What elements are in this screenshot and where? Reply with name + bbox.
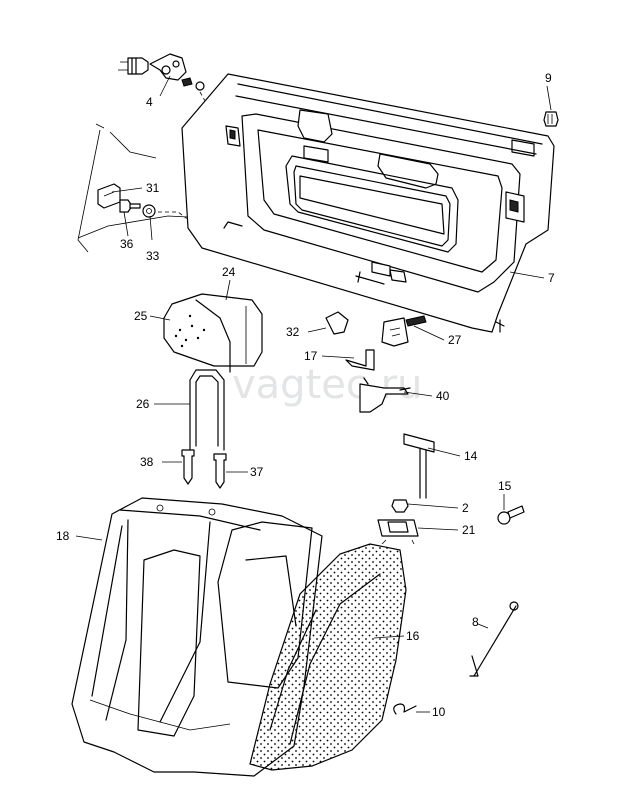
lock-button-and-bezel: [377, 499, 419, 545]
callout-37: 37: [250, 465, 264, 479]
callout-33: 33: [146, 249, 160, 263]
release-handle: [403, 433, 435, 499]
body-outline: [77, 123, 157, 253]
callout-21: 21: [462, 523, 476, 537]
callout-24: 24: [222, 265, 236, 279]
callout-7: 7: [548, 271, 555, 285]
perforated-cover: [249, 543, 407, 771]
callout-36: 36: [120, 237, 134, 251]
spring-clip: [393, 703, 417, 715]
callout-2: 2: [462, 501, 469, 515]
latch-clip-assembly: [97, 183, 217, 225]
callout-31: 31: [146, 181, 160, 195]
callout-leaders: [75, 75, 552, 713]
headrest-guide-sleeves: [181, 449, 227, 489]
callout-32: 32: [286, 325, 300, 339]
callout-4: 4: [146, 95, 153, 109]
screw: [497, 505, 525, 525]
headrest-guide-bar: [189, 369, 225, 451]
backrest-cushion: [71, 497, 323, 777]
callout-8: 8: [472, 615, 479, 629]
callout-10: 10: [432, 705, 446, 719]
watermark: vagtec.ru: [232, 362, 422, 408]
callout-9: 9: [545, 71, 552, 85]
spring-rod: [469, 601, 519, 677]
callout-14: 14: [464, 449, 478, 463]
callout-38: 38: [140, 455, 154, 469]
callout-26: 26: [136, 397, 150, 411]
headrest: [163, 293, 263, 373]
callout-labels: 4 9 31 36 33 7 24 25 32 27 17 40 26 14 3…: [56, 71, 555, 719]
callout-40: 40: [436, 389, 450, 403]
lock-bracket-parts: [325, 311, 427, 413]
backrest-frame-panel: [181, 73, 555, 333]
cap-plug: [543, 111, 559, 127]
callout-17: 17: [304, 349, 318, 363]
callout-18: 18: [56, 529, 70, 543]
callout-16: 16: [406, 629, 420, 643]
callout-15: 15: [498, 479, 512, 493]
hinge-bracket-assembly: [118, 53, 221, 135]
callout-27: 27: [448, 333, 462, 347]
callout-25: 25: [134, 309, 148, 323]
